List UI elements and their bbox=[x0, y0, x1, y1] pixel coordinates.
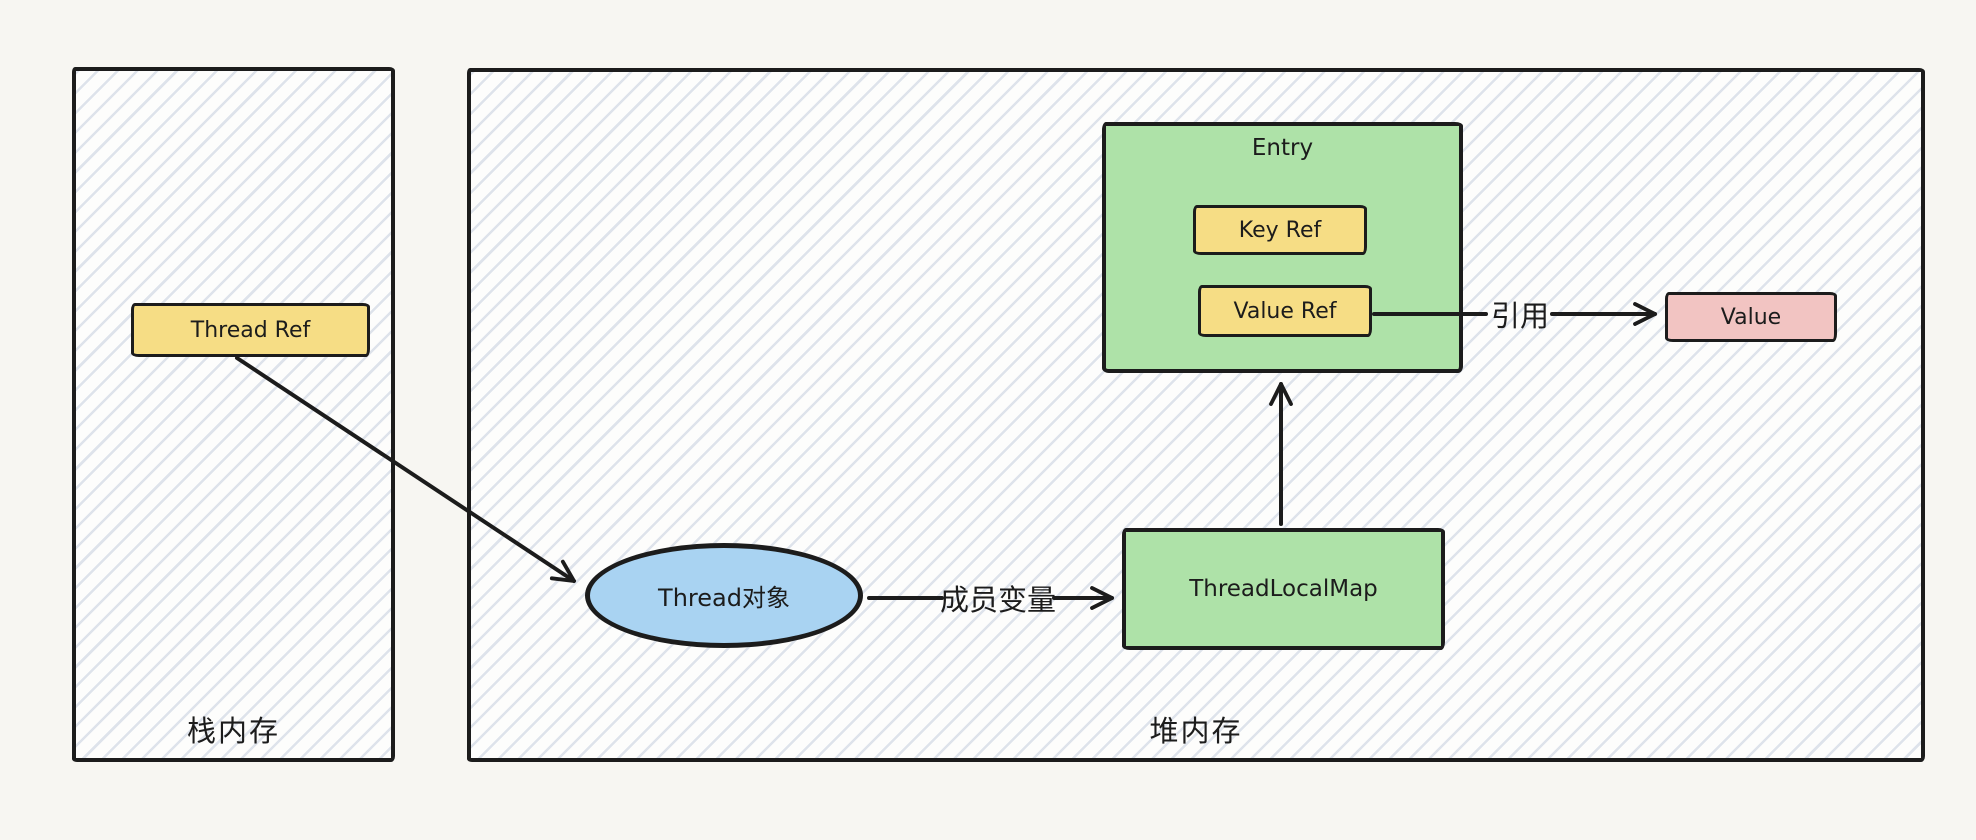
key-ref-node: Key Ref bbox=[1193, 205, 1367, 255]
thread-object-label: Thread对象 bbox=[658, 584, 790, 612]
stack-memory-label: 栈内存 bbox=[186, 714, 280, 748]
value-node: Value bbox=[1665, 292, 1837, 342]
stack-memory-region: 栈内存 bbox=[72, 67, 395, 762]
thread-ref-node: Thread Ref bbox=[131, 303, 370, 357]
threadlocalmap-label: ThreadLocalMap bbox=[1189, 576, 1378, 602]
value-ref-node: Value Ref bbox=[1198, 285, 1372, 337]
reference-edge-label: 引用 bbox=[1490, 299, 1550, 333]
heap-memory-label: 堆内存 bbox=[1149, 714, 1243, 748]
value-ref-label: Value Ref bbox=[1233, 298, 1337, 324]
threadlocalmap-node: ThreadLocalMap bbox=[1122, 528, 1445, 650]
entry-label: Entry bbox=[1251, 135, 1314, 161]
key-ref-label: Key Ref bbox=[1238, 217, 1322, 243]
member-variable-edge-label: 成员变量 bbox=[939, 583, 1057, 617]
thread-ref-label: Thread Ref bbox=[190, 317, 311, 343]
thread-object-node: Thread对象 bbox=[585, 543, 863, 648]
value-label: Value bbox=[1720, 304, 1782, 330]
